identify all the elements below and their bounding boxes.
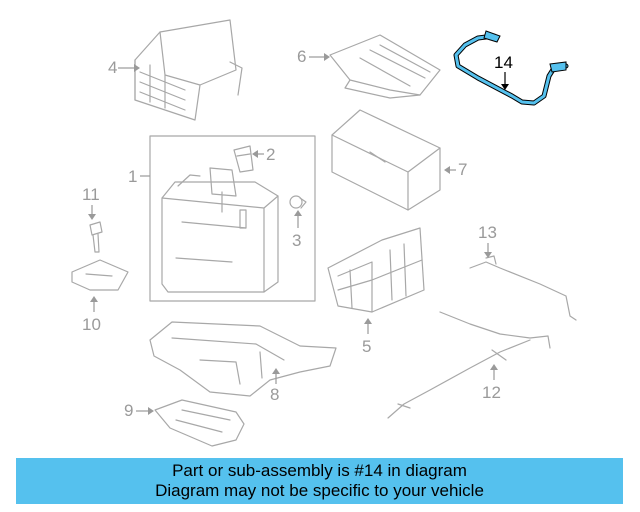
svg-text:3: 3	[292, 231, 301, 250]
svg-text:1: 1	[128, 167, 137, 186]
part-4-battery-shroud	[134, 19, 243, 121]
callout-14: 14	[494, 53, 513, 90]
callout-4: 4	[108, 58, 140, 77]
part-13-ground-cable	[469, 255, 577, 321]
part-10-hold-down-bracket	[71, 259, 129, 291]
callout-8: 8	[270, 368, 280, 404]
svg-text:12: 12	[482, 383, 501, 402]
svg-text:10: 10	[82, 315, 101, 334]
part-3-plug	[289, 195, 307, 209]
svg-text:6: 6	[297, 47, 306, 66]
part-9-lower-bracket	[154, 399, 245, 447]
part-6-top-cover	[329, 34, 441, 99]
part-1-battery-group	[149, 135, 316, 302]
callout-13: 13	[478, 223, 497, 258]
svg-text:2: 2	[266, 145, 275, 164]
part-2-terminal-cap	[233, 145, 254, 173]
part-14-battery-cable	[453, 30, 569, 106]
part-12-cable-harness	[387, 311, 551, 419]
callout-11: 11	[82, 185, 100, 220]
banner-line-2: Diagram may not be specific to your vehi…	[155, 481, 484, 500]
callout-7: 7	[444, 160, 467, 179]
callout-5: 5	[362, 318, 372, 356]
part-7-insulator	[331, 109, 441, 211]
banner-line-1: Part or sub-assembly is #14 in diagram	[172, 461, 467, 480]
callout-9: 9	[124, 401, 154, 420]
callout-6: 6	[297, 47, 330, 66]
callout-3: 3	[292, 210, 302, 250]
part-11-bolt	[89, 221, 103, 253]
part-8-battery-carrier	[149, 321, 337, 397]
callout-2: 2	[252, 145, 275, 164]
svg-text:9: 9	[124, 401, 133, 420]
callout-12: 12	[482, 364, 501, 402]
svg-text:11: 11	[82, 185, 100, 204]
svg-text:4: 4	[108, 58, 117, 77]
parts-diagram: 4 6 14 1 2	[71, 19, 577, 447]
svg-text:5: 5	[362, 337, 371, 356]
svg-text:14: 14	[494, 53, 513, 72]
part-5-battery-tray	[327, 227, 425, 313]
info-banner: Part or sub-assembly is #14 in diagram D…	[16, 458, 623, 504]
svg-text:13: 13	[478, 223, 497, 242]
svg-text:8: 8	[270, 385, 279, 404]
callout-1: 1	[128, 167, 150, 186]
svg-text:7: 7	[458, 160, 467, 179]
callout-10: 10	[82, 296, 101, 334]
